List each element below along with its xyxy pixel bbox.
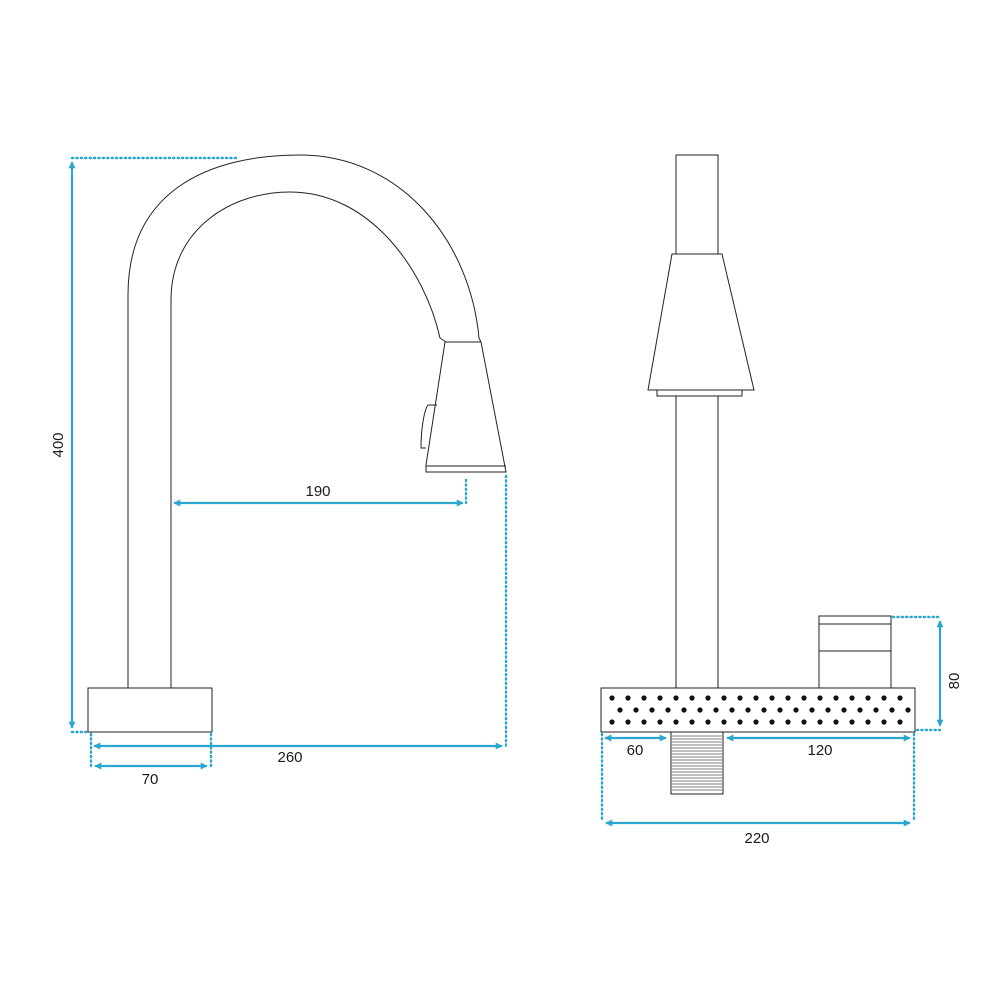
perforation-hole <box>849 695 855 701</box>
dim-400-label: 400 <box>50 432 67 457</box>
side-spray-head <box>425 341 507 473</box>
perforation-hole <box>801 695 807 701</box>
front-lower-pipe <box>675 395 719 689</box>
perforation-hole <box>665 707 671 713</box>
perforation-hole <box>841 707 847 713</box>
perforation-hole <box>721 695 727 701</box>
perforation-hole <box>729 707 735 713</box>
perforation-hole <box>801 719 807 725</box>
perforation-hole <box>673 719 679 725</box>
perforation-hole <box>817 719 823 725</box>
dim-70-label: 70 <box>142 771 159 788</box>
perforation-hole <box>809 707 815 713</box>
perforation-hole <box>625 719 631 725</box>
front-spray-head-ring <box>656 390 743 397</box>
perforation-hole <box>833 695 839 701</box>
front-spray-head <box>647 253 755 391</box>
perforation-hole <box>633 707 639 713</box>
perforation-hole <box>825 707 831 713</box>
side-base-block <box>87 687 213 733</box>
dim-120-label: 120 <box>807 742 832 759</box>
perforation-hole <box>721 719 727 725</box>
perforation-hole <box>681 707 687 713</box>
perforation-hole <box>657 719 663 725</box>
perforation-hole <box>745 707 751 713</box>
perforation-hole <box>737 719 743 725</box>
perforation-hole <box>817 695 823 701</box>
perforation-hole <box>777 707 783 713</box>
perforation-hole <box>753 695 759 701</box>
perforation-hole <box>609 719 615 725</box>
side-dimensions: 400 190 260 70 <box>50 156 508 788</box>
perforation-hole <box>761 707 767 713</box>
perforation-hole <box>617 707 623 713</box>
front-upper-pipe <box>675 154 719 256</box>
perforation-hole <box>833 719 839 725</box>
dim-80-label: 80 <box>946 673 963 690</box>
perforation-hole <box>785 695 791 701</box>
perforation-hole <box>649 707 655 713</box>
perforation-hole <box>897 695 903 701</box>
dim-190-label: 190 <box>305 483 330 500</box>
front-view <box>600 154 916 795</box>
front-shank-threads <box>672 735 722 791</box>
front-base-plate <box>600 687 916 733</box>
perforation-hole <box>713 707 719 713</box>
perforation-hole <box>873 707 879 713</box>
perforation-hole <box>881 719 887 725</box>
perforation-hole <box>657 695 663 701</box>
perforation-hole <box>905 707 911 713</box>
perforation-hole <box>689 695 695 701</box>
perforation-hole <box>737 695 743 701</box>
perforation-hole <box>769 695 775 701</box>
perforation-hole <box>785 719 791 725</box>
perforation-hole <box>609 695 615 701</box>
perforation-hole <box>705 719 711 725</box>
front-dimensions: 80 60 120 220 <box>600 615 963 847</box>
perforation-hole <box>753 719 759 725</box>
perforation-hole <box>625 695 631 701</box>
perforation-hole <box>865 719 871 725</box>
perforation-hole <box>769 719 775 725</box>
side-spray-button <box>420 404 437 449</box>
side-view <box>87 154 507 733</box>
dim-220-label: 220 <box>744 830 769 847</box>
front-handle <box>818 615 892 689</box>
perforation-hole <box>689 719 695 725</box>
perforation-hole <box>889 707 895 713</box>
perforation-hole <box>673 695 679 701</box>
perforation-hole <box>881 695 887 701</box>
side-spout-outer <box>127 154 482 688</box>
perforation-hole <box>849 719 855 725</box>
side-spout-inner <box>170 191 447 688</box>
front-base-perforation <box>609 695 911 725</box>
perforation-hole <box>697 707 703 713</box>
perforation-hole <box>641 695 647 701</box>
perforation-hole <box>793 707 799 713</box>
dim-260-label: 260 <box>277 749 302 766</box>
perforation-hole <box>865 695 871 701</box>
perforation-hole <box>897 719 903 725</box>
dim-60-label: 60 <box>627 742 644 759</box>
perforation-hole <box>857 707 863 713</box>
perforation-hole <box>705 695 711 701</box>
perforation-hole <box>641 719 647 725</box>
